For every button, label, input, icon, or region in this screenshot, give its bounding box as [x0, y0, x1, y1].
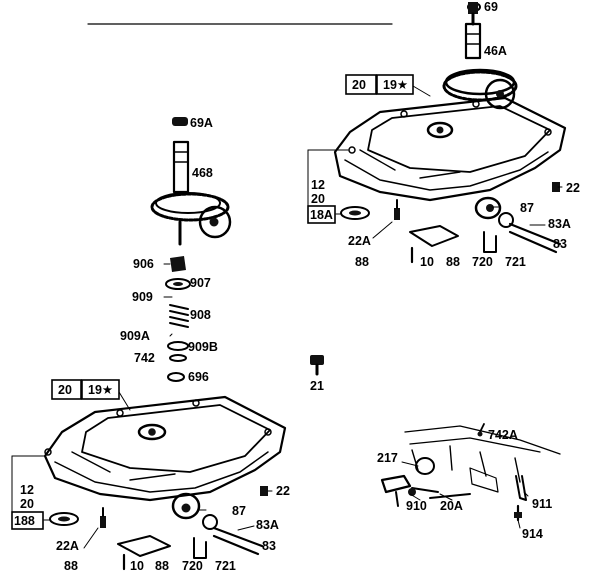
label-188-box: 188: [14, 514, 35, 528]
label-88b-upper: 88: [446, 255, 460, 269]
label-69-upper: 69: [484, 0, 498, 14]
label-721-lower: 721: [215, 559, 236, 573]
label-720-lower: 720: [182, 559, 203, 573]
label-87-lower: 87: [232, 504, 246, 518]
upper-box-18A: [307, 205, 336, 224]
label-83A-upper: 83A: [548, 217, 571, 231]
label-910: 910: [406, 499, 427, 513]
label-909: 909: [132, 290, 153, 304]
upper-box-19: [376, 74, 414, 95]
lower-leader-lines: [11, 391, 273, 549]
label-21: 21: [310, 379, 324, 393]
gear-stack-leaders: [163, 263, 173, 337]
label-696: 696: [188, 370, 209, 384]
label-909B: 909B: [188, 340, 218, 354]
label-742A: 742A: [488, 428, 518, 442]
label-22-lower: 22: [276, 484, 290, 498]
lower-sump-housing-drawing: [43, 395, 287, 571]
upper-sump-assembly: 69 46A 20 19★ 12 20 18A 22A 88 10 88 720…: [307, 0, 580, 269]
label-468: 468: [192, 166, 213, 180]
part-21-drawing: [310, 355, 324, 376]
label-88a-upper: 88: [355, 255, 369, 269]
label-22A-lower: 22A: [56, 539, 79, 553]
label-22A-upper: 22A: [348, 234, 371, 248]
lower-sump-assembly: 20 19★ 12 20 188 22A 88 10 88 720 721 87…: [11, 379, 290, 573]
label-12-lower: 12: [20, 483, 34, 497]
label-10-lower: 10: [130, 559, 144, 573]
label-217: 217: [377, 451, 398, 465]
linkage-detail: 742A 217 910 20A 911 914: [377, 423, 561, 541]
label-46A-upper: 46A: [484, 44, 507, 58]
label-83-upper: 83: [553, 237, 567, 251]
label-909A: 909A: [120, 329, 150, 343]
upper-side-parts-drawing: [340, 182, 562, 264]
label-721-upper: 721: [505, 255, 526, 269]
label-20-box-upper: 20: [352, 78, 366, 92]
label-908: 908: [190, 308, 211, 322]
label-69A: 69A: [190, 116, 213, 130]
label-88a-lower: 88: [64, 559, 78, 573]
gear-stack-drawing: [150, 117, 232, 382]
label-83A-lower: 83A: [256, 518, 279, 532]
label-911: 911: [532, 497, 552, 511]
lower-box-19: [81, 379, 120, 400]
label-19-box-upper: 19★: [383, 78, 408, 92]
upper-crankshaft-drawing: [442, 2, 518, 110]
label-720-upper: 720: [472, 255, 493, 269]
label-10-upper: 10: [420, 255, 434, 269]
label-20-box-lower: 20: [58, 383, 72, 397]
label-83-lower: 83: [262, 539, 276, 553]
label-22-upper: 22: [566, 181, 580, 195]
label-20-lower: 20: [20, 497, 34, 511]
label-20-upper: 20: [311, 192, 325, 206]
lower-box-188: [11, 511, 44, 530]
lower-box-20: [51, 379, 82, 400]
linkage-leaders: [401, 461, 529, 529]
upper-box-20: [345, 74, 377, 95]
label-907: 907: [190, 276, 211, 290]
label-20A: 20A: [440, 499, 463, 513]
label-914: 914: [522, 527, 543, 541]
label-87-upper: 87: [520, 201, 534, 215]
upper-leader-lines: [307, 85, 563, 239]
label-88b-lower: 88: [155, 559, 169, 573]
label-742: 742: [134, 351, 155, 365]
gear-stack: 69A 468 906 907 909 908 909A 909B 742 69…: [120, 116, 324, 393]
label-906: 906: [133, 257, 154, 271]
label-12-upper: 12: [311, 178, 325, 192]
label-19-box-lower: 19★: [88, 383, 113, 397]
label-18A-box: 18A: [310, 208, 333, 222]
upper-sump-housing-drawing: [333, 96, 567, 220]
